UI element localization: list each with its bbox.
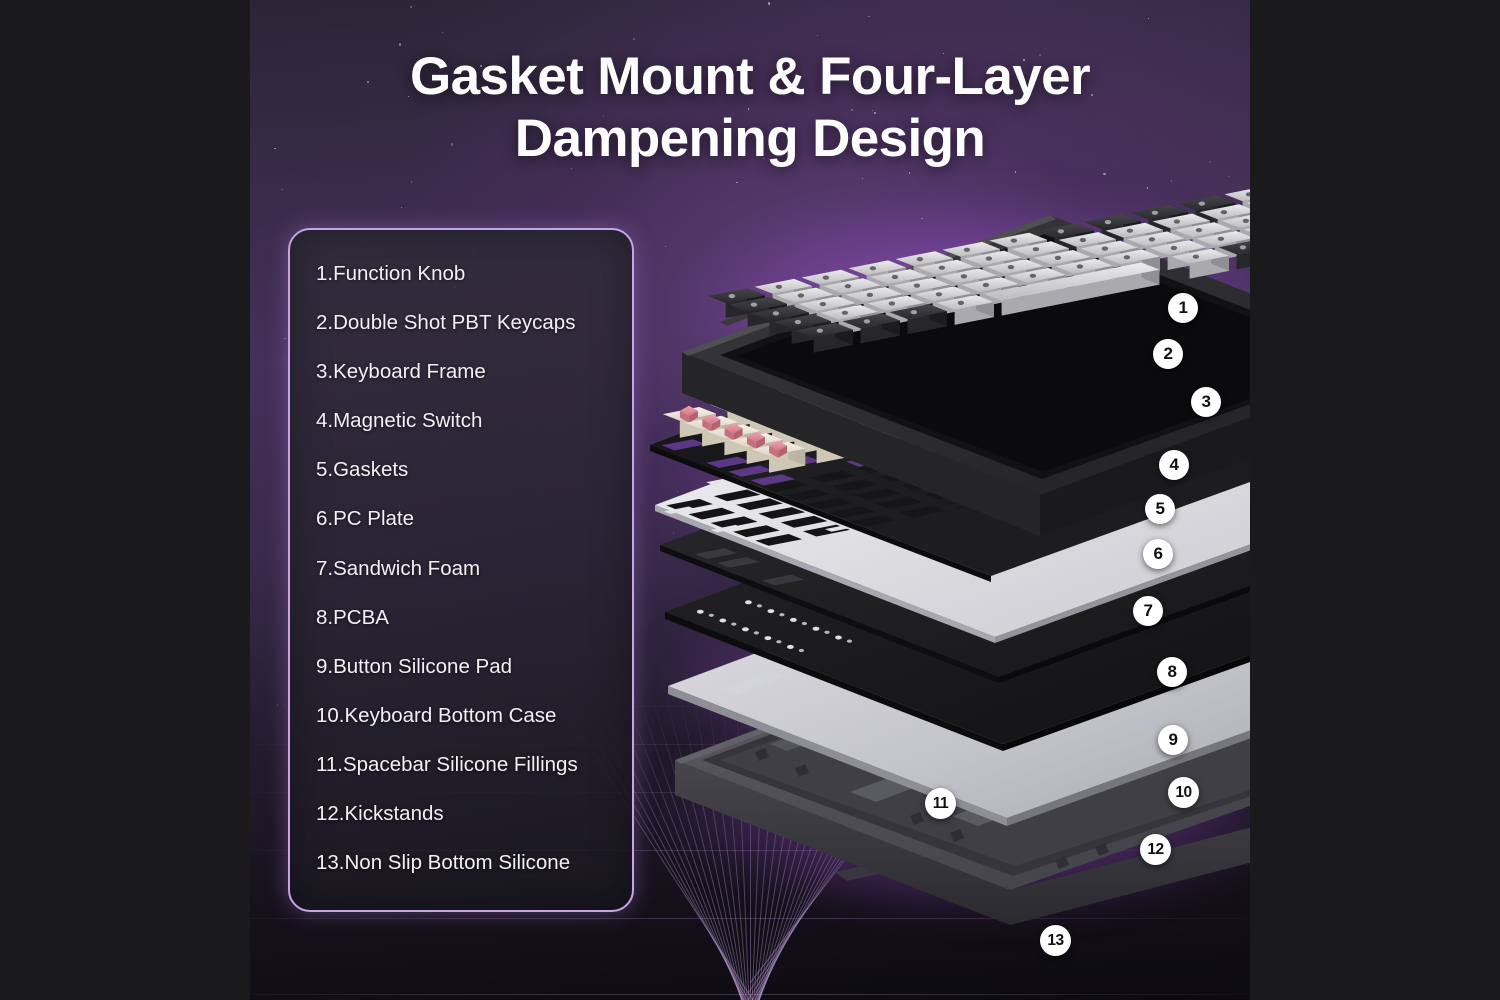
legend-item-5: 5.Gaskets xyxy=(316,458,409,482)
legend-item-13: 13.Non Slip Bottom Silicone xyxy=(316,851,571,875)
title-line-2: Dampening Design xyxy=(514,109,986,168)
letterbox-left xyxy=(0,0,250,1000)
legend-item-11: 11.Spacebar Silicone Fillings xyxy=(316,752,578,776)
callout-badge-button-silicone-pad: 9 xyxy=(1158,725,1188,755)
callout-badge-gaskets: 5 xyxy=(1145,494,1175,524)
infographic-canvas: Gasket Mount & Four-Layer Dampening Desi… xyxy=(250,0,1250,1000)
legend-item-2: 2.Double Shot PBT Keycaps xyxy=(316,311,576,335)
legend-item-9: 9.Button Silicone Pad xyxy=(316,654,513,678)
legend-item-1: 1.Function Knob xyxy=(316,262,466,285)
legend-item-8: 8.PCBA xyxy=(316,605,389,629)
legend-item-4: 4.Magnetic Switch xyxy=(316,409,483,433)
callout-badge-pc-plate: 6 xyxy=(1143,539,1173,569)
layer-keycaps xyxy=(707,189,1250,353)
callout-badge-sandwich-foam: 7 xyxy=(1133,596,1163,626)
legend-item-6: 6.PC Plate xyxy=(316,507,414,531)
parts-legend-list: 1.Function Knob 2.Double Shot PBT Keycaps… xyxy=(316,262,632,875)
keyboard-layers-svg xyxy=(650,189,1250,925)
legend-item-3: 3.Keyboard Frame xyxy=(316,360,486,384)
legend-item-10: 10.Keyboard Bottom Case xyxy=(316,703,557,727)
callout-badge-non-slip-bottom-silicone: 13 xyxy=(1040,925,1071,956)
grid-line-horizontal xyxy=(250,994,1250,995)
parts-legend-panel: 1.Function Knob 2.Double Shot PBT Keycaps… xyxy=(288,228,634,912)
callout-badge-kickstands: 12 xyxy=(1140,834,1171,865)
callout-badge-magnetic-switch: 4 xyxy=(1159,450,1189,480)
callout-badge-function-knob: 1 xyxy=(1168,293,1198,323)
callout-badge-spacebar-silicone-fillings: 11 xyxy=(925,788,956,819)
legend-item-7: 7.Sandwich Foam xyxy=(316,556,481,580)
callout-badge-keyboard-frame: 3 xyxy=(1191,387,1221,417)
legend-item-12: 12.Kickstands xyxy=(316,802,444,826)
page-title: Gasket Mount & Four-Layer Dampening Desi… xyxy=(250,46,1250,170)
callout-badge-keyboard-bottom-case: 10 xyxy=(1168,777,1199,808)
callout-badge-pcba: 8 xyxy=(1157,657,1187,687)
title-line-1: Gasket Mount & Four-Layer xyxy=(410,47,1091,106)
letterbox-right xyxy=(1250,0,1500,1000)
callout-badge-keycaps: 2 xyxy=(1153,339,1183,369)
